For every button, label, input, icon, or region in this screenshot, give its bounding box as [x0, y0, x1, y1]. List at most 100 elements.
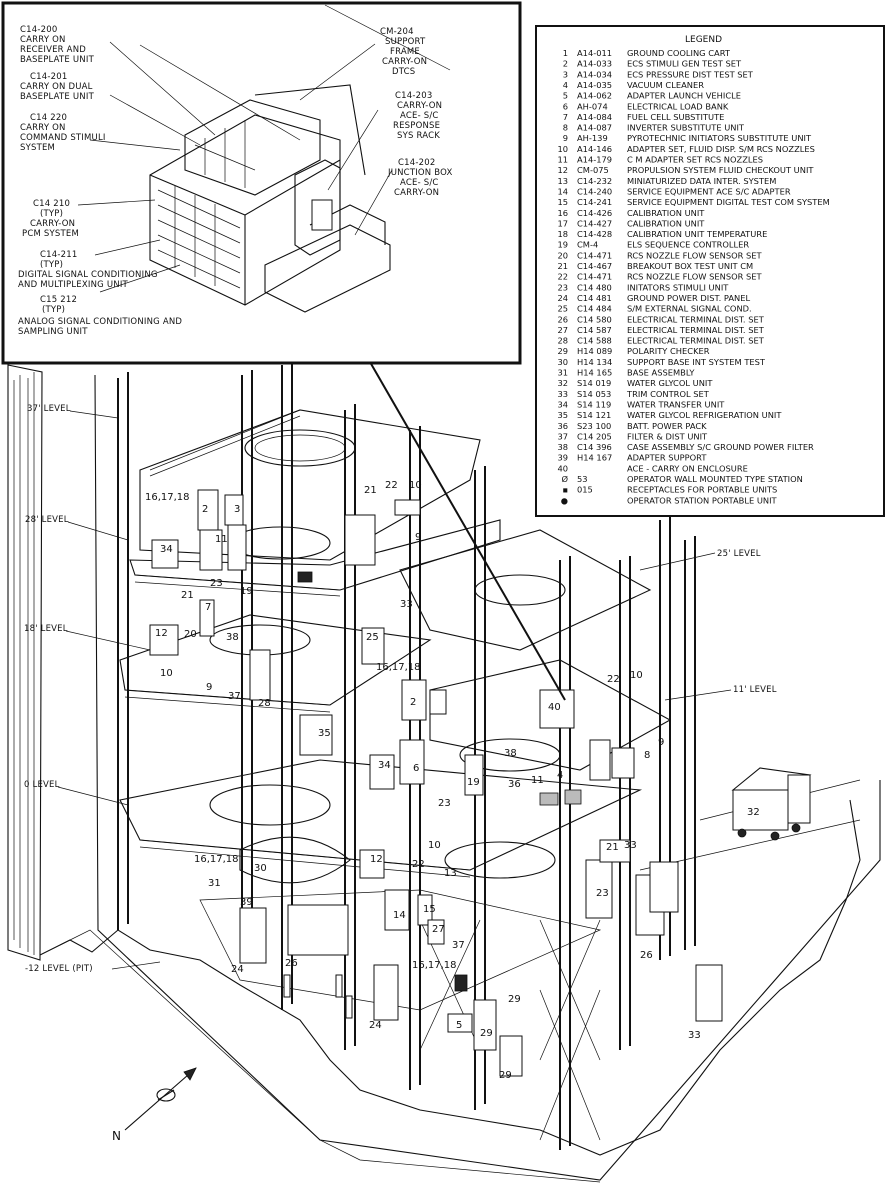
legend-item-code: C14 480	[577, 282, 612, 292]
legend-row: 15 C14-241 SERVICE EQUIPMENT DIGITAL TEST …	[557, 197, 829, 207]
legend-item-code: CM-4	[577, 240, 598, 250]
legend-item-code: C14-241	[577, 197, 612, 207]
legend-item-number: 39	[557, 453, 568, 463]
callout-number: 19	[467, 777, 480, 788]
legend-item-number: 34	[557, 399, 568, 409]
legend-item-number: 29	[557, 346, 568, 356]
legend-item-description: CALIBRATION UNIT	[627, 218, 705, 228]
callout-number: 22	[412, 859, 425, 870]
legend-item-code: C14 588	[577, 336, 612, 346]
callout-number: 10	[630, 670, 643, 681]
level-0-label: 0 LEVEL	[24, 780, 60, 790]
legend-item-code: C14-426	[577, 208, 612, 218]
legend-item-number: 15	[557, 197, 568, 207]
legend-item-number: Ø	[561, 474, 568, 484]
legend-item-number: 18	[557, 229, 568, 239]
callout-number: 24	[231, 964, 244, 975]
legend-item-number: 14	[557, 186, 568, 196]
legend-item-description: ADAPTER SUPPORT	[627, 453, 707, 463]
legend-item-description: RCS NOZZLE FLOW SENSOR SET	[627, 250, 763, 260]
callout-number: 16,17,18	[376, 662, 421, 673]
legend-item-number: 17	[557, 218, 568, 228]
legend-item-description: RECEPTACLES FOR PORTABLE UNITS	[627, 485, 777, 495]
legend-item-number: 4	[563, 80, 568, 90]
legend-item-number: 33	[557, 389, 568, 399]
legend-item-number: 3	[563, 69, 568, 79]
legend-item-number: 40	[557, 463, 568, 473]
callout-number: 25	[366, 632, 379, 643]
callout-number: 26	[640, 950, 653, 961]
legend-item-code: A14-084	[577, 112, 612, 122]
legend-item-description: WATER GLYCOL REFRIGERATION UNIT	[627, 410, 782, 420]
callout-number: 38	[504, 748, 517, 759]
legend-item-number: 23	[557, 282, 568, 292]
legend-item-description: ACE - CARRY ON ENCLOSURE	[627, 463, 748, 473]
callout-number: 16,17,18	[412, 960, 457, 971]
legend-item-description: FUEL CELL SUBSTITUTE	[627, 112, 724, 122]
level-18-label: 18' LEVEL	[24, 624, 68, 634]
callout-number: 21	[606, 842, 619, 853]
legend-item-number: 19	[557, 240, 568, 250]
legend-item-number: 38	[557, 442, 568, 452]
legend-item-number: 32	[557, 378, 568, 388]
legend-item-code: A14-035	[577, 80, 612, 90]
legend-item-number: 10	[557, 144, 568, 154]
legend-item-description: BREAKOUT BOX TEST UNIT CM	[627, 261, 753, 271]
legend-item-description: ELS SEQUENCE CONTROLLER	[627, 240, 749, 250]
legend-item-description: MINIATURIZED DATA INTER. SYSTEM	[627, 176, 776, 186]
legend-item-description: ADAPTER SET, FLUID DISP. S/M RCS NOZZLES	[627, 144, 815, 154]
inset-label-c14-201: C14-201 CARRY ON DUAL BASEPLATE UNIT	[20, 72, 96, 102]
legend-item-code: C14 580	[577, 314, 612, 324]
callout-number: 22	[385, 480, 398, 491]
legend-item-code: AH-074	[577, 101, 608, 111]
callout-number: 8	[644, 750, 650, 761]
callout-number: 15	[423, 904, 436, 915]
callout-number: 9	[658, 737, 664, 748]
legend-item-code: C14 396	[577, 442, 612, 452]
callout-number: 7	[205, 602, 211, 613]
callout-number: 21	[181, 590, 194, 601]
legend-item-number: 31	[557, 368, 568, 378]
callout-number: 2	[202, 504, 208, 515]
inset-labels-right: CM-204 SUPPORT FRAME CARRY-ON DTCS C14-2…	[380, 27, 452, 198]
inset-label-c14-211: C14-211 (TYP) DIGITAL SIGNAL CONDITIONIN…	[18, 250, 161, 290]
legend-item-code: A14-062	[577, 91, 612, 101]
legend-item-number: 36	[557, 421, 568, 431]
callout-number: 36	[508, 779, 521, 790]
legend-item-number: 35	[557, 410, 568, 420]
legend-item-number: 7	[563, 112, 568, 122]
callout-number: 35	[318, 728, 331, 739]
legend-item-description: GROUND COOLING CART	[627, 48, 731, 58]
legend-item-number: 25	[557, 304, 568, 314]
callout-number: 10	[160, 668, 173, 679]
legend-item-description: SERVICE EQUIPMENT DIGITAL TEST COM SYSTE…	[627, 197, 830, 207]
legend-item-description: PYROTECHNIC INITIATORS SUBSTITUTE UNIT	[627, 133, 812, 143]
legend-item-description: ELECTRICAL TERMINAL DIST. SET	[627, 336, 765, 346]
callout-number: 34	[378, 760, 391, 771]
legend-item-description: BASE ASSEMBLY	[627, 368, 695, 378]
north-label: N	[112, 1129, 121, 1143]
legend-item-description: CALIBRATION UNIT	[627, 208, 705, 218]
legend-item-code: S14 121	[577, 410, 611, 420]
legend-item-number: 1	[563, 48, 568, 58]
legend-row: 19 CM-4 ELS SEQUENCE CONTROLLER	[557, 240, 749, 250]
callout-number: 33	[624, 840, 637, 851]
